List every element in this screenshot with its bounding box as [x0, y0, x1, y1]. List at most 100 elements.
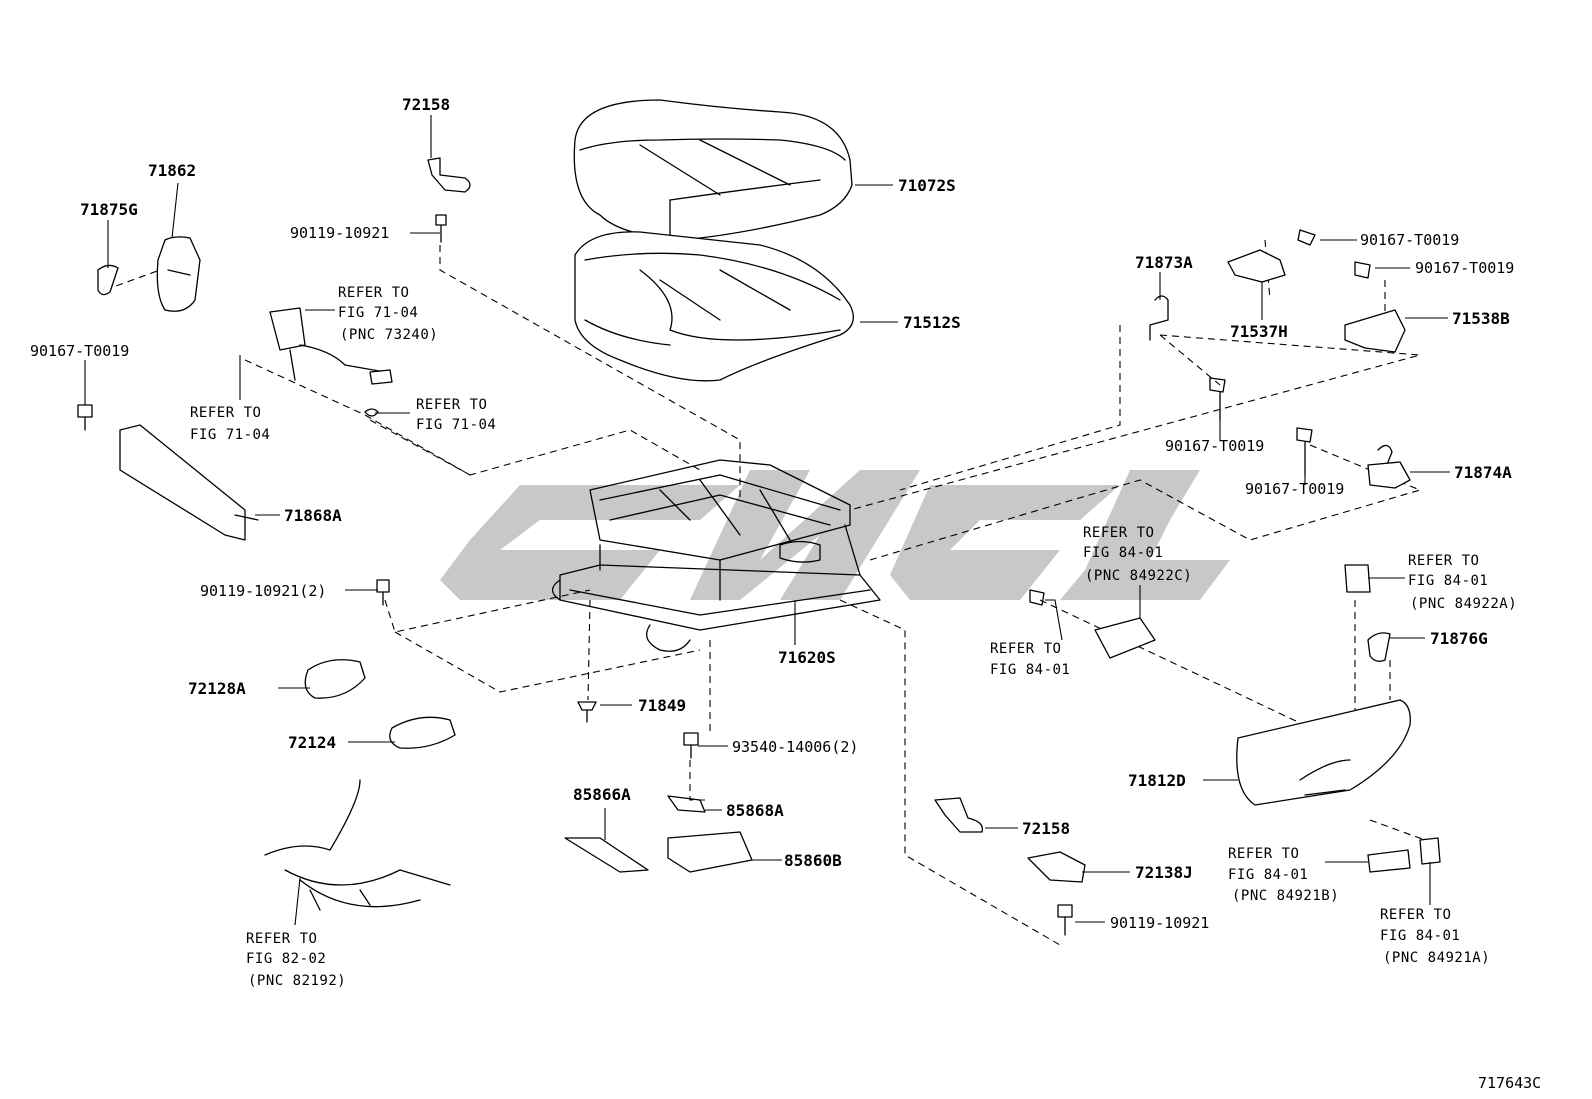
screw-71849 [577, 701, 597, 723]
trim-panel-71868a [119, 424, 259, 541]
refer-fig-84-01-pnc-84921a: REFER TO FIG 84-01 (PNC 84921A) [1380, 907, 1490, 966]
side-shield-71812d [1236, 699, 1411, 806]
label-71072s: 71072S [898, 176, 956, 195]
svg-text:REFER TO: REFER TO [1228, 846, 1299, 862]
screw-90119-10921-2 [376, 579, 390, 606]
label-90167-t0019-b: 90167-T0019 [1415, 259, 1514, 277]
knob-84921a [1419, 837, 1441, 865]
cover-72128a [304, 659, 366, 699]
refer-fig-71-04-a: REFER TO FIG 71-04 [190, 405, 270, 443]
screw-90167-t0019-b [1354, 261, 1371, 279]
label-71538b: 71538B [1452, 309, 1510, 328]
label-90167-t0019-a: 90167-T0019 [1360, 231, 1459, 249]
seat-cushion-cover [573, 99, 853, 241]
label-72124: 72124 [288, 733, 336, 752]
leader-lines [84, 115, 1450, 926]
svg-text:(PNC 84921A): (PNC 84921A) [1383, 950, 1490, 966]
svg-text:REFER TO: REFER TO [338, 285, 409, 301]
label-85866a: 85866A [573, 785, 631, 804]
bracket-71537h [1227, 249, 1286, 283]
svg-text:REFER TO: REFER TO [990, 641, 1061, 657]
label-72158-low: 72158 [1022, 819, 1070, 838]
screw-90167-t0019-left [77, 404, 93, 431]
watermark-logo [440, 470, 1230, 600]
label-72138j: 72138J [1135, 863, 1193, 882]
pad-85866a [564, 837, 649, 873]
svg-text:(PNC 82192): (PNC 82192) [248, 973, 346, 989]
clip-72138j [1027, 851, 1086, 883]
refer-fig-71-04-pnc-73240: REFER TO FIG 71-04 (PNC 73240) [338, 285, 438, 343]
screw-refer-84-01 [1029, 589, 1045, 606]
knob-84922a [1344, 564, 1371, 593]
refer-fig-84-01-pnc-84921b: REFER TO FIG 84-01 (PNC 84921B) [1228, 846, 1339, 904]
seat-frame-adjuster [551, 459, 881, 652]
refer-fig-82-02-pnc-82192: REFER TO FIG 82-02 (PNC 82192) [246, 931, 346, 989]
screw-90167-t0019-a [1297, 229, 1316, 246]
label-71812d: 71812D [1128, 771, 1186, 790]
svg-text:FIG 84-01: FIG 84-01 [1228, 867, 1308, 883]
label-71873a: 71873A [1135, 253, 1193, 272]
label-71849: 71849 [638, 696, 686, 715]
bolt-90119-10921-low [1057, 904, 1073, 936]
screw-93540-14006-2 [683, 732, 699, 759]
refer-labels: REFER TO FIG 71-04 (PNC 73240) REFER TO … [190, 285, 1517, 989]
svg-text:FIG 84-01: FIG 84-01 [990, 662, 1070, 678]
assembly-dashed-lines [104, 239, 1426, 946]
label-90119-10921-top: 90119-10921 [290, 224, 389, 242]
svg-text:REFER TO: REFER TO [416, 397, 487, 413]
refer-fig-71-04-b: REFER TO FIG 71-04 [416, 397, 496, 433]
label-85868a: 85868A [726, 801, 784, 820]
knob-84921b [1367, 849, 1411, 873]
svg-text:REFER TO: REFER TO [190, 405, 261, 421]
svg-text:FIG 71-04: FIG 71-04 [190, 427, 270, 443]
label-71876g: 71876G [1430, 629, 1488, 648]
label-71620s: 71620S [778, 648, 836, 667]
label-71875g: 71875G [80, 200, 138, 219]
label-71862: 71862 [148, 161, 196, 180]
clip-71873a [1149, 295, 1169, 341]
label-90167-t0019-low: 90167-T0019 [1245, 480, 1344, 498]
refer-fig-84-01-pnc-84922a: REFER TO FIG 84-01 (PNC 84922A) [1408, 553, 1517, 612]
clip-71874a [1367, 444, 1411, 489]
label-90167-t0019-mid: 90167-T0019 [1165, 437, 1264, 455]
svg-text:(PNC 73240): (PNC 73240) [340, 327, 438, 343]
label-93540-14006-2: 93540-14006(2) [732, 738, 858, 756]
label-72128a: 72128A [188, 679, 246, 698]
label-71537h: 71537H [1230, 322, 1288, 341]
wire-harness [264, 779, 451, 911]
label-85860b: 85860B [784, 851, 842, 870]
svg-text:REFER TO: REFER TO [1380, 907, 1451, 923]
svg-text:FIG 84-01: FIG 84-01 [1408, 573, 1488, 589]
diagram-code: 717643C [1478, 1074, 1541, 1092]
bolt-90119-10921-top [435, 214, 447, 243]
svg-text:FIG 84-01: FIG 84-01 [1083, 545, 1163, 561]
bracket-85868a [667, 795, 706, 813]
label-90167-t0019-left: 90167-T0019 [30, 342, 129, 360]
cover-71862 [156, 236, 201, 312]
label-71874a: 71874A [1454, 463, 1512, 482]
svg-text:FIG 71-04: FIG 71-04 [416, 417, 496, 433]
bracket-71538b [1344, 309, 1406, 353]
cover-71876g [1367, 632, 1391, 662]
svg-text:REFER TO: REFER TO [246, 931, 317, 947]
module-85860b [667, 831, 753, 873]
label-72158-top: 72158 [402, 95, 450, 114]
cover-72124 [389, 716, 456, 749]
svg-text:(PNC 84922C): (PNC 84922C) [1085, 568, 1192, 584]
svg-text:(PNC 84922A): (PNC 84922A) [1410, 596, 1517, 612]
label-90119-10921-2: 90119-10921(2) [200, 582, 326, 600]
switch-84922c [1094, 617, 1156, 659]
label-71512s: 71512S [903, 313, 961, 332]
clip-72158-low [934, 797, 984, 833]
clip-72158-top [427, 157, 471, 193]
screw-90167-t0019-mid [1209, 377, 1226, 421]
cover-71875g [97, 264, 119, 296]
svg-text:FIG 71-04: FIG 71-04 [338, 305, 418, 321]
part-labels: 72158 71862 71875G 90119-10921 71072S 71… [30, 95, 1514, 932]
label-90119-10921-low: 90119-10921 [1110, 914, 1209, 932]
refer-fig-84-01-pnc-84922c: REFER TO FIG 84-01 (PNC 84922C) [1083, 525, 1192, 584]
svg-text:REFER TO: REFER TO [1083, 525, 1154, 541]
clip-refer-71-04 [364, 408, 379, 417]
seat-cushion-pad [574, 231, 854, 382]
refer-fig-84-01-a: REFER TO FIG 84-01 [990, 641, 1070, 678]
